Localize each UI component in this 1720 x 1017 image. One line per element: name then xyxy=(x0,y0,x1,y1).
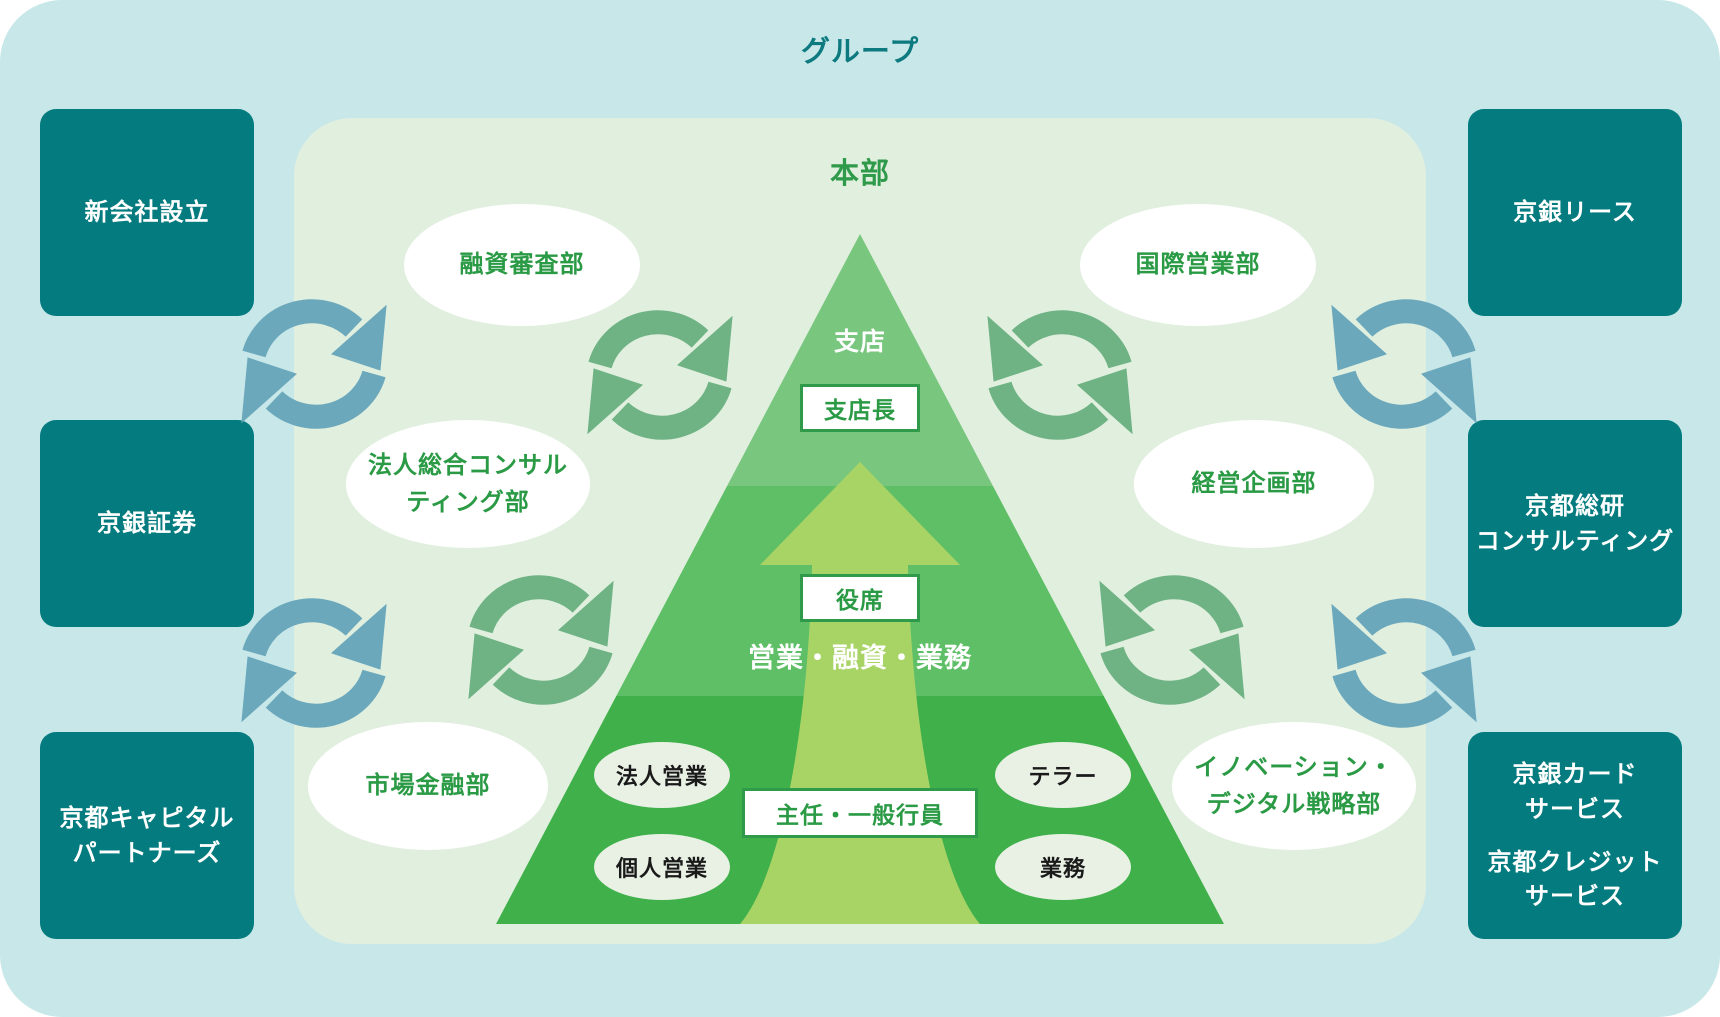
cycle-arrows-group-left-lower xyxy=(242,605,386,721)
company-label: 京銀リース xyxy=(1513,198,1637,227)
staff-box: 主任・一般行員 xyxy=(742,788,978,838)
group-company-card-credit-services: 京銀カード サービス 京都クレジット サービス xyxy=(1468,732,1682,939)
pyramid-top-label: 支店 xyxy=(833,327,886,356)
headquarters-title: 本部 xyxy=(829,156,890,190)
dept-international-sales: 国際営業部 xyxy=(1080,204,1316,326)
company-label: 京都クレジット xyxy=(1487,847,1663,876)
role-retail-sales: 個人営業 xyxy=(594,834,730,900)
group-title: グループ xyxy=(800,34,920,68)
cycle-arrows-group-left-upper xyxy=(242,306,386,422)
company-label: コンサルティング xyxy=(1475,526,1675,555)
dept-label: ティング部 xyxy=(406,488,530,516)
group-company-kyogin-securities: 京銀証券 xyxy=(40,420,254,627)
dept-label: イノベーション・ xyxy=(1194,752,1394,781)
dept-market-finance: 市場金融部 xyxy=(308,722,548,850)
officer-box: 役席 xyxy=(800,574,920,622)
dept-label: デジタル戦略部 xyxy=(1206,790,1382,818)
dept-corporate-consulting: 法人総合コンサル ティング部 xyxy=(346,420,590,548)
dept-label: 経営企画部 xyxy=(1191,469,1317,498)
group-company-new-company: 新会社設立 xyxy=(40,109,254,316)
dept-innovation-digital: イノベーション・ デジタル戦略部 xyxy=(1172,722,1416,850)
company-label: サービス xyxy=(1525,882,1625,911)
cycle-arrows-group-right-lower xyxy=(1332,605,1476,721)
company-label: 京都総研 xyxy=(1525,491,1625,520)
group-company-kyoto-capital-partners: 京都キャピタル パートナーズ xyxy=(40,732,254,939)
dept-label: 法人総合コンサル xyxy=(368,450,568,479)
cycle-arrows-hq-right-lower xyxy=(1100,582,1244,698)
company-label: パートナーズ xyxy=(72,838,222,867)
dept-label: 市場金融部 xyxy=(365,771,491,800)
dept-label: 融資審査部 xyxy=(459,250,585,279)
cycle-arrows-hq-left-upper xyxy=(588,317,732,433)
cycle-arrows-group-right-upper xyxy=(1332,306,1476,422)
company-label: 京銀カード xyxy=(1512,759,1638,788)
dept-credit-review: 融資審査部 xyxy=(404,204,640,326)
company-label: 京都キャピタル xyxy=(59,803,235,832)
cycle-arrows-hq-left-lower xyxy=(469,582,613,698)
pyramid-middle-label: 営業・融資・業務 xyxy=(748,643,972,674)
role-corporate-sales: 法人営業 xyxy=(594,742,730,808)
role-teller: テラー xyxy=(995,742,1131,808)
group-company-kyoto-research-consulting: 京都総研 コンサルティング xyxy=(1468,420,1682,627)
company-label: サービス xyxy=(1525,794,1625,823)
dept-corporate-planning: 経営企画部 xyxy=(1134,420,1374,548)
dept-label: 国際営業部 xyxy=(1135,250,1261,279)
group-company-kyogin-lease: 京銀リース xyxy=(1468,109,1682,316)
branch-manager-box: 支店長 xyxy=(800,384,920,432)
cycle-arrows-hq-right-upper xyxy=(988,317,1132,433)
company-label: 新会社設立 xyxy=(84,198,210,227)
company-label: 京銀証券 xyxy=(97,509,197,538)
role-operations: 業務 xyxy=(995,834,1131,900)
